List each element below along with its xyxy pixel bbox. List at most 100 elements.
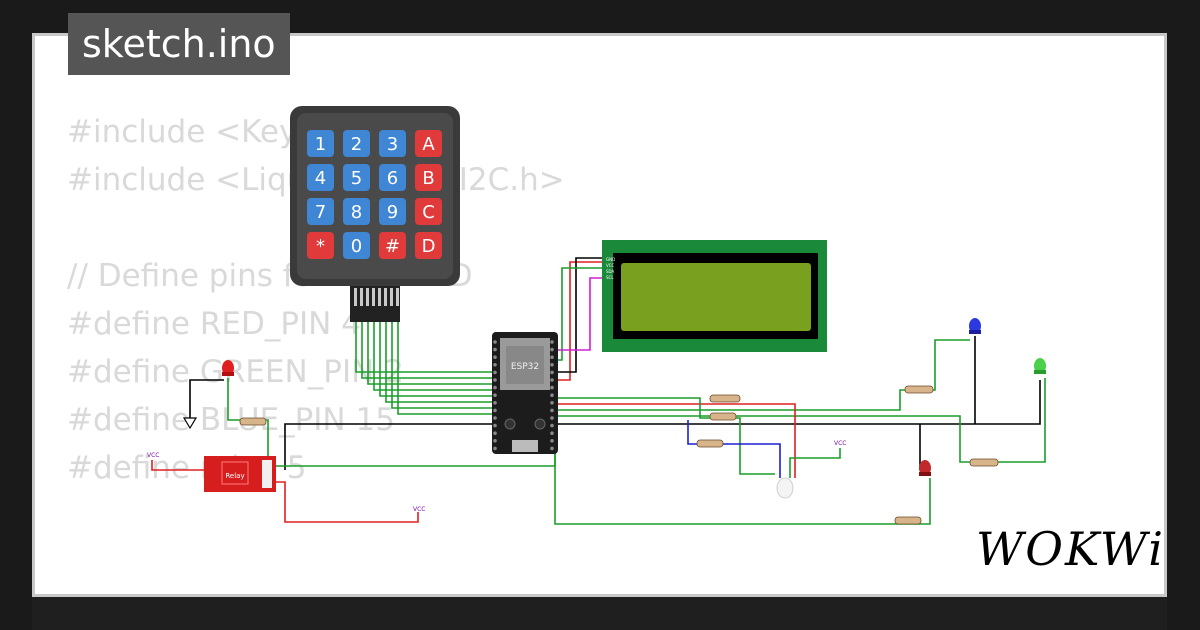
keypad-pin (378, 288, 381, 306)
lcd-scl-wire (555, 277, 604, 351)
keypad-pin (366, 288, 369, 306)
keypad-key-c[interactable]: C (415, 198, 442, 225)
svg-text:B: B (422, 168, 434, 189)
lcd-pin-label: GND (606, 257, 615, 262)
keypad-key-3[interactable]: 3 (379, 130, 406, 157)
keypad-key-6[interactable]: 6 (379, 164, 406, 191)
lcd-pin-label: SDA (606, 269, 615, 274)
code-background: #include <Keypad.h>#include <LiquidCryst… (67, 108, 1075, 594)
resistor-2[interactable] (709, 412, 737, 421)
lcd-gnd-wire (555, 257, 604, 373)
resistor-4[interactable] (904, 385, 934, 394)
esp32-board[interactable]: ESP32 (492, 332, 558, 454)
svg-text:2: 2 (351, 134, 362, 155)
preview-card: #include <Keypad.h>#include <LiquidCryst… (32, 33, 1167, 597)
vcc-marker: VCC (413, 506, 425, 513)
svg-text:8: 8 (351, 202, 362, 223)
code-line: #define BLUE_PIN 15 (67, 402, 395, 438)
keypad-pin (390, 288, 393, 306)
resistors (239, 385, 999, 525)
keypad-key-7[interactable]: 7 (307, 198, 334, 225)
resistor-3[interactable] (696, 439, 724, 448)
svg-text:VCC: VCC (834, 440, 846, 447)
svg-text:5: 5 (351, 168, 362, 189)
esp32-pin (493, 431, 497, 436)
esp32-pin (550, 370, 554, 375)
svg-text:4: 4 (315, 168, 326, 189)
keypad-key-a[interactable]: A (415, 130, 442, 157)
svg-text:7: 7 (315, 202, 326, 223)
keypad-pin (384, 288, 387, 306)
esp32-pin (493, 446, 497, 451)
resistor-relay[interactable] (239, 417, 267, 426)
keypad-key-8[interactable]: 8 (343, 198, 370, 225)
esp32-pin (493, 393, 497, 398)
esp32-pin (493, 408, 497, 413)
svg-text:D: D (422, 236, 436, 257)
esp32-pin (550, 439, 554, 443)
esp32-pin (493, 385, 497, 390)
esp32-pin (550, 446, 554, 451)
lcd-sda-wire (555, 267, 604, 361)
resistor-1[interactable] (709, 394, 741, 403)
keypad-key-5[interactable]: 5 (343, 164, 370, 191)
esp32-pin (550, 340, 554, 344)
esp32-pin (493, 439, 497, 443)
svg-text:1: 1 (315, 134, 326, 155)
keypad-pin (360, 288, 363, 306)
keypad-key-9[interactable]: 9 (379, 198, 406, 225)
esp32-pin (550, 423, 554, 428)
svg-text:A: A (422, 134, 435, 155)
esp32-pin (550, 385, 554, 390)
keypad-key-4[interactable]: 4 (307, 164, 334, 191)
esp32-label: ESP32 (511, 362, 539, 372)
relay-label: Relay (225, 472, 244, 480)
esp32-pin (550, 378, 554, 382)
esp32-pin (550, 408, 554, 413)
keypad-key-star[interactable]: * (307, 232, 334, 259)
esp32-pin (550, 416, 554, 420)
rgb-blue-wire (687, 420, 781, 478)
relay-module[interactable]: Relay (204, 456, 276, 492)
keypad-key-b[interactable]: B (415, 164, 442, 191)
wokwi-logo[interactable]: WOKWi (976, 522, 1165, 576)
esp32-pin (550, 401, 554, 405)
keypad-key-hash[interactable]: # (379, 232, 406, 259)
keypad-pin (372, 288, 375, 306)
green-led-wire (555, 378, 1046, 463)
esp32-pin (550, 355, 554, 360)
esp32-pin (493, 370, 497, 375)
esp32-pin (493, 347, 497, 352)
filename-tab[interactable]: sketch.ino (68, 13, 290, 75)
esp32-pin (550, 347, 554, 352)
keypad-pin (396, 288, 399, 306)
resistor-5[interactable] (969, 458, 999, 467)
led-blue[interactable] (969, 318, 981, 334)
esp32-pin (493, 340, 497, 344)
esp32-pin (550, 431, 554, 436)
keypad-key-0[interactable]: 0 (343, 232, 370, 259)
led-green[interactable] (1034, 358, 1046, 374)
keypad-key-1[interactable]: 1 (307, 130, 334, 157)
esp32-pin (493, 423, 497, 428)
rgb-vcc-wire (789, 448, 841, 478)
resistor-6[interactable] (894, 516, 922, 525)
vcc-marker: VCC (147, 452, 159, 459)
led-red-relay[interactable] (222, 360, 234, 376)
led-rgb[interactable] (776, 477, 794, 499)
keypad-wires (355, 320, 492, 415)
keypad-pin (354, 288, 357, 306)
lcd-pin-label: VCC (606, 263, 615, 268)
keypad-key-d[interactable]: D (415, 232, 442, 259)
svg-text:9: 9 (387, 202, 398, 223)
esp32-pin (550, 393, 554, 398)
vcc-marker: VCC (834, 440, 846, 447)
relay-vcc-wire (272, 481, 419, 523)
svg-text:C: C (422, 202, 435, 223)
led-red[interactable] (919, 460, 931, 476)
keypad-key-2[interactable]: 2 (343, 130, 370, 157)
code-line: #define RED_PIN 4 (67, 306, 361, 342)
